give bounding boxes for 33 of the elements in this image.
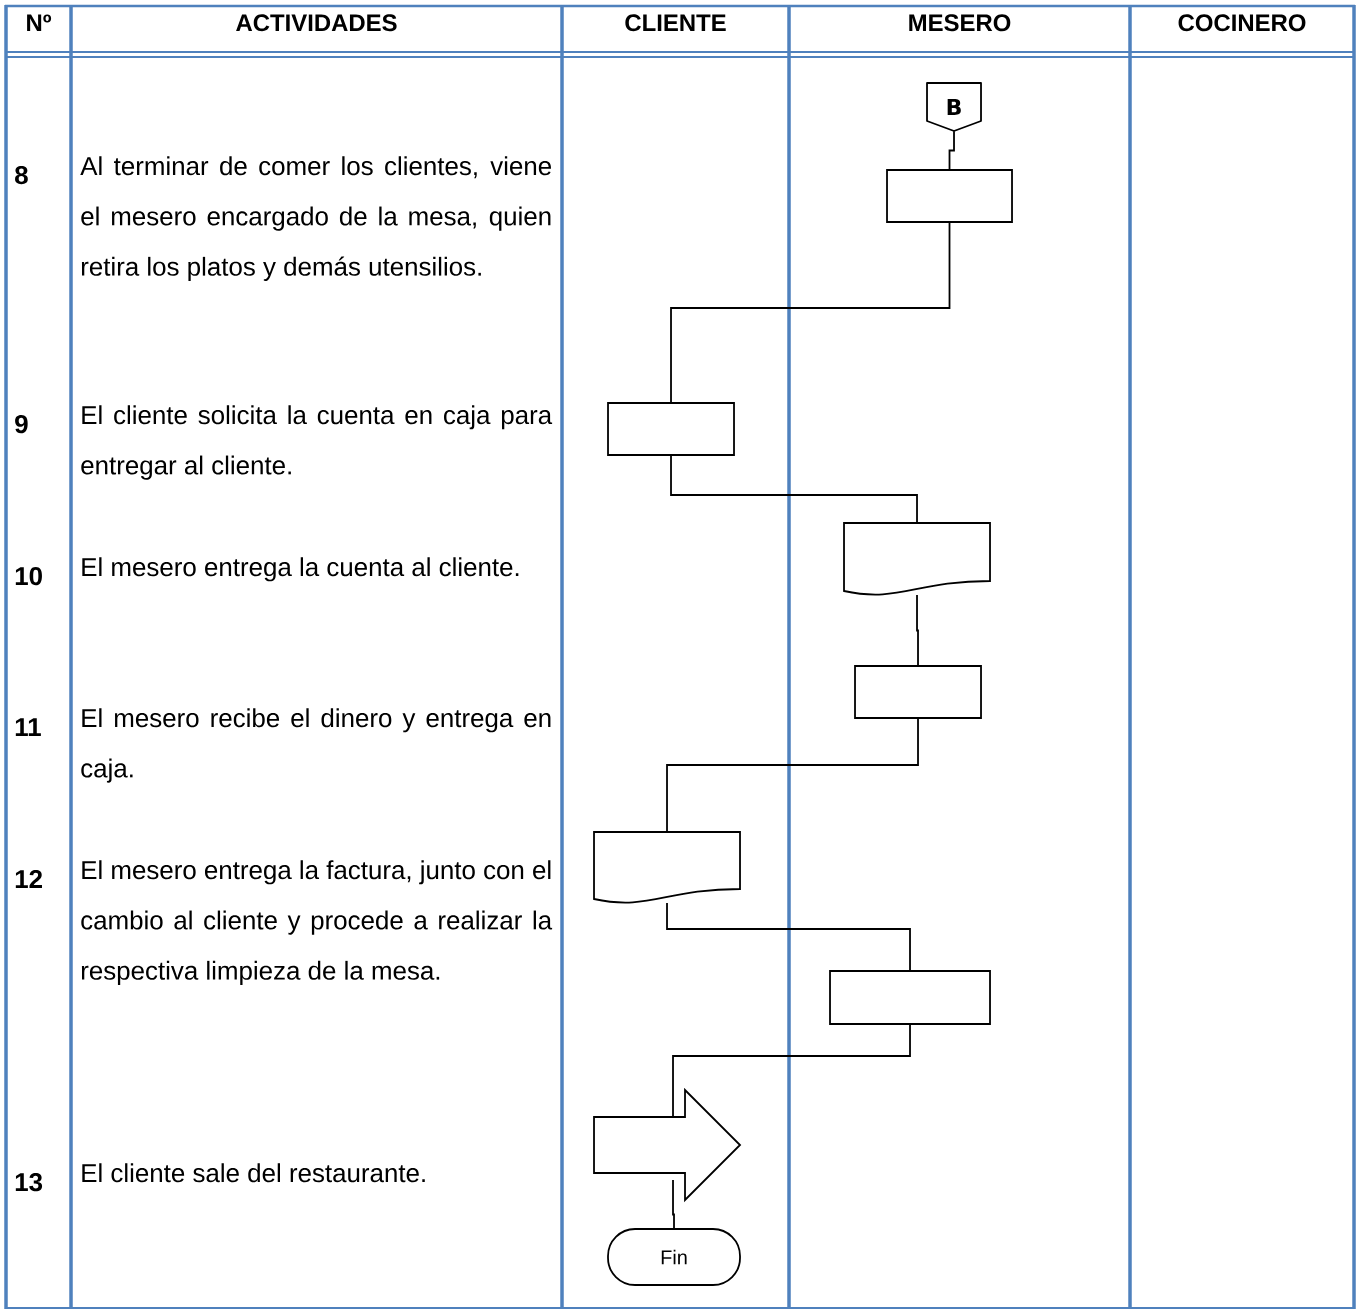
activity-text: El mesero entrega la factura, junto con el cambio al cliente y procede a realizar la respectiva limpieza de la mesa. [81, 860, 553, 985]
column-header: ACTIVIDADES [236, 14, 397, 32]
activity-text: El cliente solicita la cuenta en caja para entregar al cliente. [81, 405, 553, 480]
activity-text: El mesero recibe el dinero y entrega en caja. [81, 708, 551, 783]
activity-text: Al terminar de comer los clientes, viene el mesero encargado de la mesa, quien retira los platos y demás utensilios. [80, 156, 551, 281]
connector-line [666, 718, 919, 833]
process-box [854, 665, 982, 719]
connector-line [672, 1179, 675, 1229]
connector-line [666, 902, 911, 971]
block-arrow [593, 1087, 742, 1203]
row-number: 8 [15, 165, 28, 185]
process-box [886, 169, 1013, 223]
column-header: COCINERO [1178, 14, 1306, 32]
column-header: MESERO [909, 14, 1011, 32]
connector-line [672, 1024, 911, 1118]
connector-line [916, 594, 919, 666]
connector-line [670, 455, 918, 524]
row-number: 13 [15, 1172, 43, 1192]
column-header: Nº [27, 14, 52, 31]
document-shape [843, 522, 991, 596]
row-number: 11 [15, 718, 41, 736]
offpage-connector: B [926, 82, 982, 132]
process-box [607, 402, 735, 456]
process-box [829, 970, 991, 1025]
row-number: 9 [15, 414, 28, 434]
column-header: CLIENTE [625, 14, 726, 32]
connector-line [948, 130, 955, 170]
row-number: 10 [15, 566, 42, 586]
activity-text: El mesero entrega la cuenta al cliente. [82, 557, 519, 582]
activity-text: El cliente sale del restaurante. [82, 1163, 425, 1183]
document-shape [593, 831, 741, 904]
row-number: 12 [15, 869, 42, 888]
connector-line [670, 222, 951, 403]
